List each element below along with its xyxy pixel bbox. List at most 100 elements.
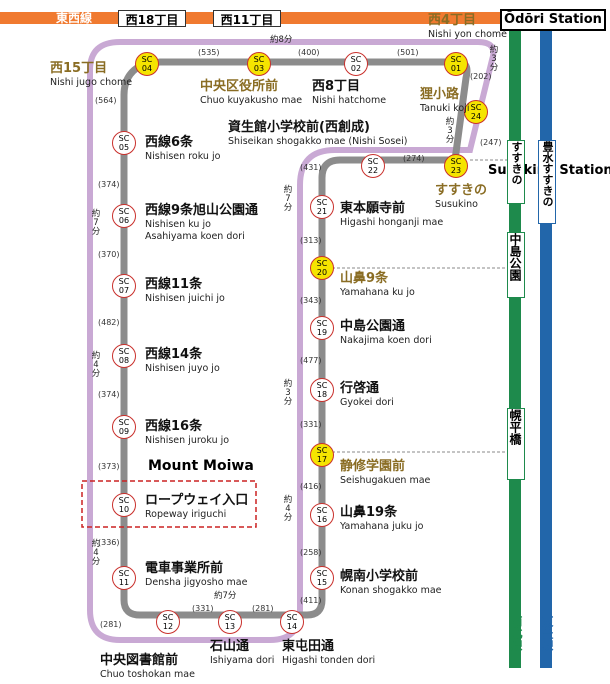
segment-distance: (374) [98, 390, 120, 399]
station-name-en: Ishiyama dori [210, 655, 275, 666]
station-marker[interactable]: SC 12 [156, 610, 180, 634]
toho-line-label: 東豊線 [540, 615, 554, 651]
station-marker[interactable]: SC 20 [310, 256, 334, 280]
segment-distance: (370) [98, 250, 120, 259]
station-marker[interactable]: SC 19 [310, 316, 334, 340]
segment-distance: (331) [300, 420, 322, 429]
station-name-jp: 西線6条 [145, 135, 194, 150]
station-name-jp: 静修学園前 [340, 459, 406, 474]
segment-distance: (258) [300, 548, 322, 557]
station-name-en: Nishisen ku jo [145, 219, 211, 230]
station-name-en: Nishi jugo chome [50, 77, 133, 88]
segment-distance: (564) [95, 96, 117, 105]
station-name-jp: 西線9条旭山公園通 [145, 203, 259, 218]
station-marker[interactable]: SC 06 [112, 204, 136, 228]
segment-distance: (400) [298, 48, 320, 57]
segment-distance: (331) [192, 604, 214, 613]
segment-travel-time: 約7分 [283, 185, 293, 213]
segment-travel-time: 約4分 [283, 495, 293, 523]
station-name-en: Nishisen roku jo [145, 151, 221, 162]
station-marker[interactable]: SC 09 [112, 415, 136, 439]
station-marker[interactable]: SC 14 [280, 610, 304, 634]
station-name-en: Higashi honganji mae [340, 217, 444, 228]
station-name-en: Gyokei dori [340, 397, 394, 408]
station-name-en: Seishugakuen mae [340, 475, 431, 486]
toho-line [540, 30, 552, 668]
station-name-en: Chuo toshokan mae [100, 669, 195, 680]
segment-travel-time: 約3分 [489, 45, 499, 73]
station-marker[interactable]: SC 10 [112, 493, 136, 517]
segment-distance: (416) [300, 482, 322, 491]
station-marker[interactable]: SC 23 [444, 154, 468, 178]
station-name-en: Nakajima koen dori [340, 335, 432, 346]
box-hosui-susukino: 豊水すすきの [538, 140, 556, 224]
station-name-jp: 東屯田通 [282, 639, 335, 654]
station-marker[interactable]: SC 18 [310, 378, 334, 402]
station-name-en: Susukino [435, 199, 478, 210]
station-name-jp: 西線11条 [145, 277, 203, 292]
station-name-jp: 中央区役所前 [200, 79, 279, 94]
station-name-jp: 中島公園通 [340, 319, 406, 334]
station-marker[interactable]: SC 16 [310, 503, 334, 527]
mount-moiwa-label: Mount Moiwa [148, 458, 254, 474]
segment-distance: (374) [98, 180, 120, 189]
station-name-jp: すすきの [435, 183, 488, 198]
station-marker[interactable]: SC 05 [112, 131, 136, 155]
station-name-en: Shiseikan shogakko mae (Nishi Sosei) [228, 136, 408, 147]
station-marker[interactable]: SC 22 [361, 154, 385, 178]
station-name-jp: 西15丁目 [50, 61, 108, 76]
station-name-jp: 西線16条 [145, 419, 203, 434]
segment-distance: (535) [198, 48, 220, 57]
odori-station-label: Ōdōri Station [500, 9, 606, 31]
station-name-en: Nishi hatchome [312, 95, 387, 106]
segment-travel-time: 約3分 [445, 117, 455, 145]
segment-travel-time: 約7分 [91, 209, 101, 237]
station-name-jp: 石山通 [210, 639, 250, 654]
nanboku-line [509, 30, 521, 668]
station-name-en: Tanuki koji [420, 103, 470, 114]
segment-distance: (313) [300, 236, 322, 245]
station-name-jp: 西8丁目 [312, 79, 361, 94]
station-name-en: Chuo kuyakusho mae [200, 95, 303, 106]
box-susukino-nanboku: すすきの [507, 140, 525, 204]
station-marker[interactable]: SC 11 [112, 566, 136, 590]
station-name-en: Nishisen juichi jo [145, 293, 225, 304]
station-name-jp: 西4丁目 [428, 13, 477, 28]
station-marker[interactable]: SC 24 [464, 100, 488, 124]
station-box-nishi11: 西11丁目 [213, 10, 281, 27]
station-marker[interactable]: SC 02 [344, 52, 368, 76]
station-marker[interactable]: SC 08 [112, 344, 136, 368]
ropeway-highlight [81, 480, 257, 528]
station-marker[interactable]: SC 07 [112, 274, 136, 298]
nanboku-line-label: 南北線 [509, 615, 523, 651]
station-box-nishi18: 西18丁目 [118, 10, 186, 27]
station-marker[interactable]: SC 21 [310, 195, 334, 219]
station-name-en: Yamahana ku jo [340, 287, 415, 298]
station-name-en: Nishisen juroku jo [145, 435, 230, 446]
tozai-line-label: 東西線 [56, 11, 93, 25]
segment-travel-time: 約4分 [91, 351, 101, 379]
station-name-jp: 電車事業所前 [145, 561, 224, 576]
station-name-en: Konan shogakko mae [340, 585, 442, 596]
station-name-jp: 東本願寺前 [340, 201, 406, 216]
box-horohirabashi: 幌平橋 [507, 408, 525, 480]
station-marker[interactable]: SC 17 [310, 443, 334, 467]
segment-distance: (336) [98, 538, 120, 547]
station-marker[interactable]: SC 15 [310, 566, 334, 590]
station-marker[interactable]: SC 03 [247, 52, 271, 76]
station-name-jp: 西線14条 [145, 347, 203, 362]
segment-distance: (411) [300, 596, 322, 605]
segment-travel-time: 約3分 [283, 379, 293, 407]
segment-travel-time: 約4分 [91, 539, 101, 567]
station-name-en-secondary: Asahiyama koen dori [145, 231, 245, 242]
station-name-jp: 山鼻19条 [340, 505, 398, 520]
station-marker[interactable]: SC 04 [135, 52, 159, 76]
segment-distance: (202) [470, 72, 492, 81]
station-name-jp: 幌南小学校前 [340, 569, 419, 584]
segment-distance: (247) [480, 138, 502, 147]
station-marker[interactable]: SC 01 [444, 52, 468, 76]
box-nakajima-koen: 中島公園 [507, 232, 525, 298]
station-marker[interactable]: SC 13 [218, 610, 242, 634]
station-name-jp: 山鼻9条 [340, 271, 389, 286]
